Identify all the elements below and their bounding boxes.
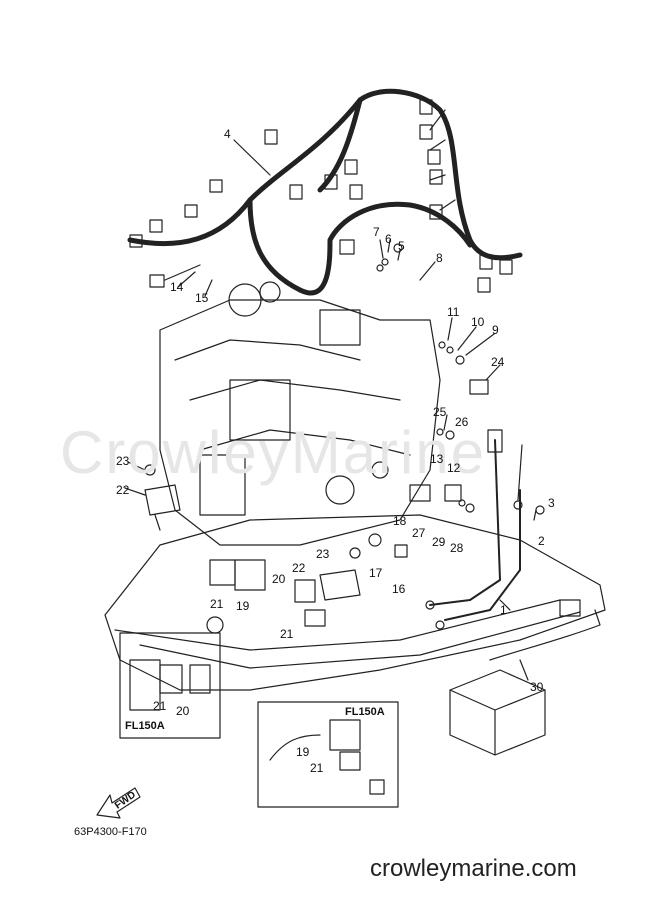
callout-16[interactable]: 16	[392, 582, 406, 596]
callout-24[interactable]: 24	[491, 355, 505, 369]
callout-2[interactable]: 2	[538, 534, 545, 548]
bottom-cowling	[104, 514, 606, 691]
callout-3[interactable]: 3	[548, 496, 555, 510]
callout-14[interactable]: 14	[170, 280, 184, 294]
callout-8[interactable]: 8	[436, 251, 443, 265]
inset-label-right: FL150A	[345, 706, 385, 718]
callout-20b[interactable]: 20	[176, 704, 190, 718]
engine-block	[159, 299, 441, 546]
website-watermark: crowleymarine.com	[370, 855, 577, 882]
callout-23b[interactable]: 23	[316, 547, 330, 561]
callout-18[interactable]: 18	[393, 514, 407, 528]
battery-cable	[429, 439, 501, 606]
callout-19[interactable]: 19	[236, 599, 250, 613]
watermark: CrowleyMarine	[60, 419, 487, 486]
wire-harness	[127, 88, 523, 261]
callout-27[interactable]: 27	[412, 526, 426, 540]
callout-29[interactable]: 29	[432, 535, 446, 549]
inset-label-left: FL150A	[125, 720, 165, 732]
callout-28[interactable]: 28	[450, 541, 464, 555]
callout-21b[interactable]: 21	[280, 627, 294, 641]
callout-20[interactable]: 20	[272, 572, 286, 586]
callout-12[interactable]: 12	[447, 461, 461, 475]
callout-6[interactable]: 6	[385, 232, 392, 246]
drawing-code: 63P4300-F170	[74, 826, 147, 838]
ecu-box	[229, 379, 291, 441]
fwd-arrow	[96, 787, 141, 819]
callout-13[interactable]: 13	[430, 452, 444, 466]
callout-10[interactable]: 10	[471, 315, 485, 329]
inset-box-right	[257, 701, 399, 808]
callout-17[interactable]: 17	[369, 566, 383, 580]
callout-9[interactable]: 9	[492, 323, 499, 337]
callout-21d[interactable]: 21	[310, 761, 324, 775]
callout-26[interactable]: 26	[455, 415, 469, 429]
callout-25[interactable]: 25	[433, 405, 447, 419]
callout-7[interactable]: 7	[373, 225, 380, 239]
callout-21c[interactable]: 21	[153, 699, 167, 713]
callout-11[interactable]: 11	[447, 305, 460, 319]
callout-4[interactable]: 4	[224, 127, 231, 141]
battery	[449, 669, 546, 756]
callout-19b[interactable]: 19	[296, 745, 310, 759]
callout-1[interactable]: 1	[500, 603, 507, 617]
callout-21[interactable]: 21	[210, 597, 224, 611]
callout-22b[interactable]: 22	[292, 561, 306, 575]
callout-22[interactable]: 22	[116, 483, 130, 497]
callout-23[interactable]: 23	[116, 454, 130, 468]
inset-box-left	[119, 632, 221, 739]
callout-30[interactable]: 30	[530, 680, 544, 694]
callout-15[interactable]: 15	[195, 291, 209, 305]
callout-5[interactable]: 5	[398, 239, 405, 253]
